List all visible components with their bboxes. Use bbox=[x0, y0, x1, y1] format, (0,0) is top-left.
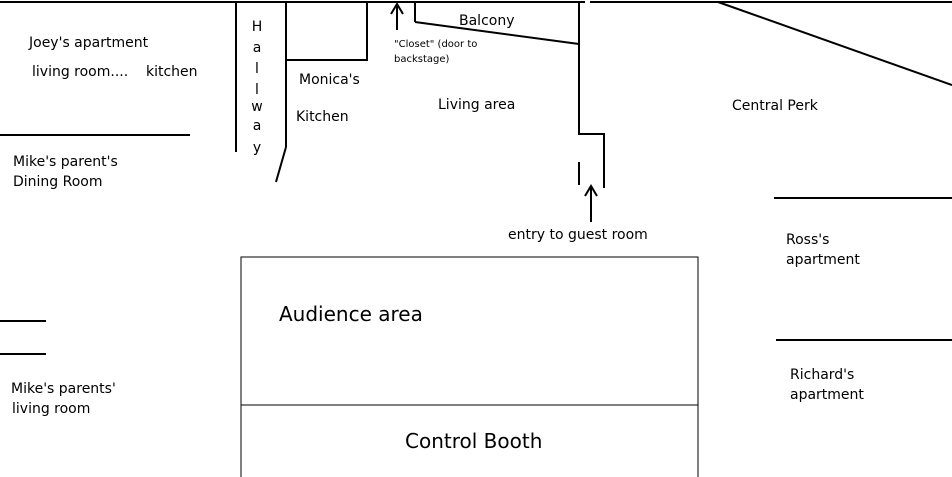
hallway-letter: a bbox=[252, 118, 262, 134]
balcony-label: Balcony bbox=[459, 13, 515, 29]
entry-guest-room-label: entry to guest room bbox=[508, 227, 648, 243]
ross-apartment-label-line1: Ross's bbox=[786, 232, 830, 248]
hallway-letter: l bbox=[255, 61, 259, 77]
hallway-letter: H bbox=[251, 19, 263, 35]
central-perk-wall bbox=[717, 1, 952, 86]
closet-label-line1: "Closet" (door to bbox=[394, 39, 478, 50]
entry-arrow-head bbox=[584, 184, 598, 197]
ross-apartment-label-line2: apartment bbox=[786, 252, 860, 268]
living-room-kitchen-label: living room.... kitchen bbox=[32, 64, 198, 80]
hallway-letter: l bbox=[255, 82, 259, 98]
central-perk-label: Central Perk bbox=[732, 98, 818, 114]
monicas-kitchen-label-line2: Kitchen bbox=[296, 109, 349, 125]
audience-area-box bbox=[240, 256, 699, 477]
monicas-kitchen-label-line1: Monica's bbox=[299, 72, 360, 88]
balcony-rail bbox=[414, 21, 580, 45]
mikes-parents-living-label-line1: Mike's parents' bbox=[11, 381, 116, 397]
hallway-letter: a bbox=[252, 40, 262, 56]
control-booth-label: Control Booth bbox=[405, 429, 543, 453]
audience-area-label: Audience area bbox=[279, 302, 423, 326]
closet-label-line2: backstage) bbox=[394, 54, 450, 65]
monicas-kitchen-wall bbox=[286, 2, 368, 61]
hallway-letter: w bbox=[251, 99, 263, 115]
guest-entry-wall bbox=[579, 133, 605, 188]
joeys-apartment-label: Joey's apartment bbox=[29, 35, 149, 51]
mikes-parents-dining-label-line2: Dining Room bbox=[13, 174, 103, 190]
living-area-label: Living area bbox=[438, 97, 516, 113]
closet-arrow-head bbox=[390, 2, 404, 15]
mikes-parents-dining-label-line1: Mike's parent's bbox=[13, 154, 118, 170]
richard-apartment-label-line2: apartment bbox=[790, 387, 864, 403]
richard-apartment-label-line1: Richard's bbox=[790, 367, 855, 383]
hallway-letter: y bbox=[252, 140, 262, 156]
mikes-parents-living-label-line2: living room bbox=[12, 401, 91, 417]
hallway-door bbox=[275, 146, 287, 183]
